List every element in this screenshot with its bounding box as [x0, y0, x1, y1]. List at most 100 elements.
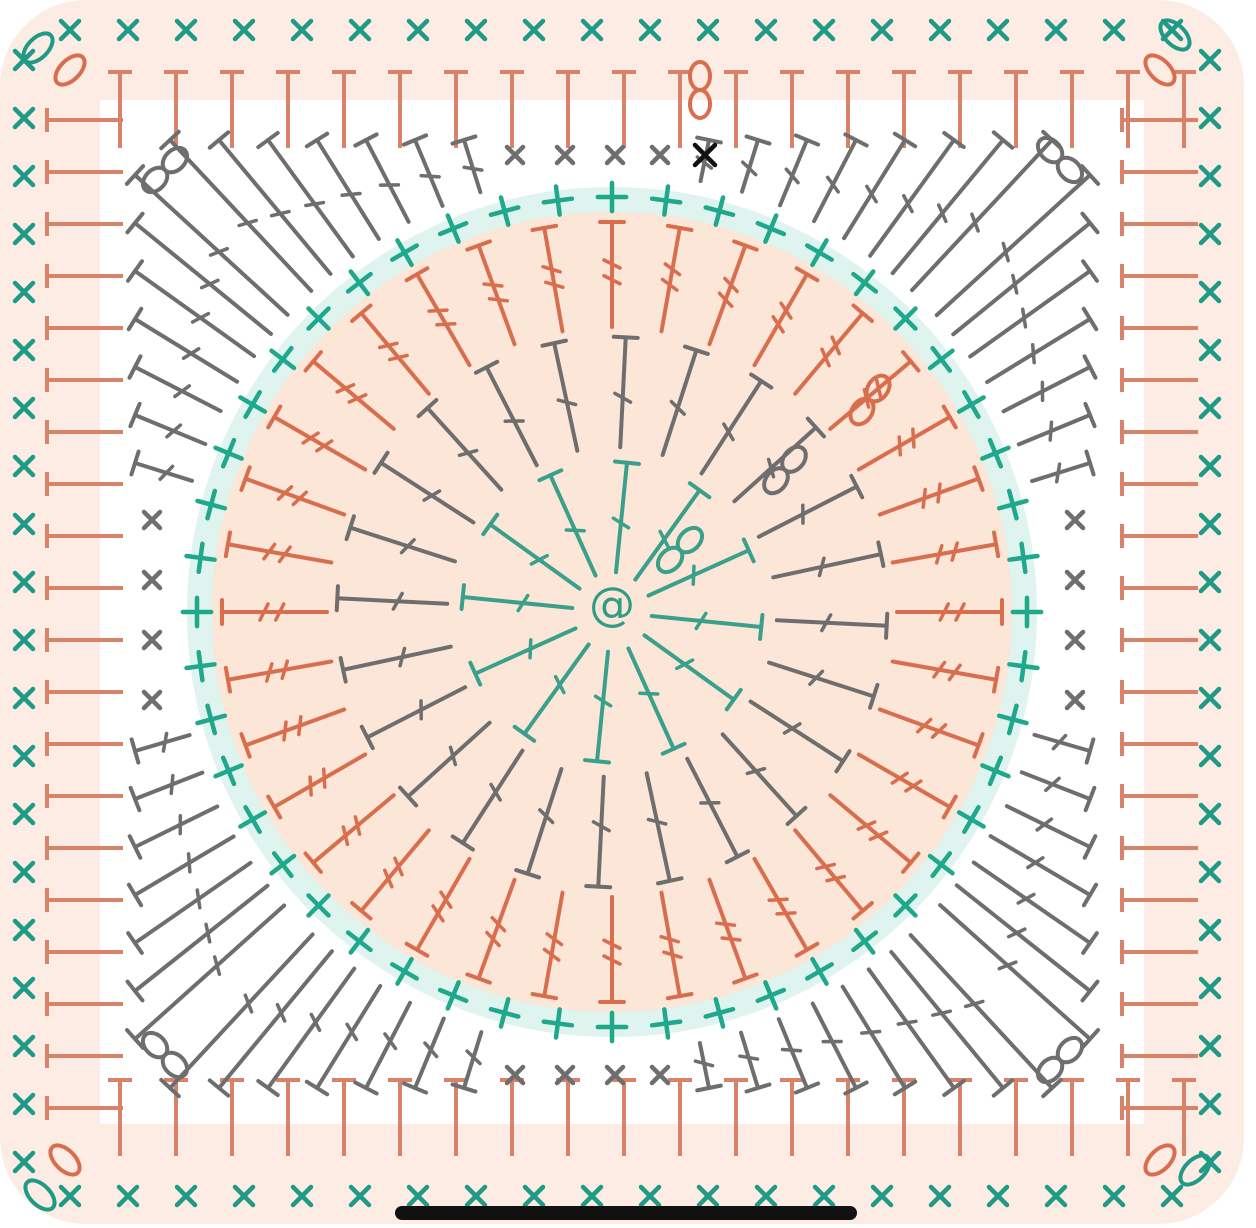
cross-stroke-b: [754, 18, 778, 42]
cross-stroke-b: [348, 269, 371, 297]
round-7-bottom-sc: [1160, 1184, 1184, 1208]
border-oval-bottom-left: [23, 1178, 57, 1212]
cross-stroke-b: [141, 569, 163, 591]
cross-stroke-b: [927, 853, 955, 876]
cross-stroke-b: [810, 956, 829, 986]
round-6-edge-stitches: [45, 70, 1198, 1156]
round-2-treble: [338, 644, 453, 684]
round-4-sc: [238, 805, 268, 834]
stitch-stem: [413, 1016, 446, 1090]
stitch-stem: [359, 828, 431, 913]
cross-stroke-b: [12, 164, 36, 188]
corner-oval-bottom-left: [48, 1143, 82, 1177]
stitch-stem: [133, 173, 290, 317]
round-3-treble: [890, 659, 1001, 694]
stitch-bar: [954, 602, 966, 622]
round-6-left-stitch: [45, 576, 123, 600]
stitch-bar: [611, 516, 631, 530]
cross-stroke-b: [498, 195, 511, 228]
stitch-stem: [776, 1017, 809, 1090]
round-6-left-stitch: [45, 368, 123, 392]
stitch-stem: [810, 1001, 858, 1090]
round-4-sc: [390, 956, 419, 986]
stitch-top: [344, 514, 356, 542]
round-6-right-stitch: [1120, 888, 1198, 912]
round-4-sc: [851, 269, 879, 297]
cross-stroke-b: [12, 338, 36, 362]
stitch-bar: [399, 538, 416, 555]
stitch-bar: [309, 1012, 322, 1033]
round-7-right-sc: [1198, 106, 1222, 130]
round-6-top-stitch: [1060, 70, 1084, 148]
stitch-top: [749, 372, 774, 390]
round-5-left-treble: [129, 731, 192, 765]
stitch-top: [1084, 737, 1096, 765]
round-6-bottom-stitch: [332, 1078, 356, 1156]
stitch-top: [834, 749, 852, 774]
stitch-stem: [522, 642, 591, 736]
stitch-stem: [659, 890, 682, 999]
stitch-top: [1041, 1077, 1063, 1099]
round-6-right-stitch: [1120, 1096, 1198, 1120]
stitch-top: [537, 468, 564, 483]
stitch-bar: [377, 341, 399, 350]
stitch-top: [530, 991, 559, 1001]
stitch-top: [126, 306, 144, 332]
corner-chain-top-left: [140, 145, 190, 195]
stitch-bar: [297, 715, 303, 737]
stitch-bar: [950, 541, 960, 562]
round-4-sc: [755, 980, 787, 1011]
stitch-bar: [767, 897, 789, 903]
stitch-top: [416, 398, 439, 419]
round-7-bottom-sc: [1102, 1184, 1126, 1208]
cross-stroke-b: [1198, 164, 1222, 188]
cross-stroke-b: [870, 18, 894, 42]
round-6-right-stitch: [1120, 992, 1198, 1016]
cross-stroke-b: [1102, 18, 1126, 42]
cross-stroke-b: [1064, 509, 1086, 531]
stitch-stem: [596, 774, 606, 889]
round-7-border-stitches: [12, 18, 1222, 1208]
stitch-stem: [133, 903, 287, 1041]
stitch-bar: [321, 767, 327, 789]
round-5-left-treble: [126, 834, 236, 908]
stitch-top: [468, 660, 483, 687]
round-2-treble: [334, 584, 450, 613]
cross-stroke-b: [1198, 106, 1222, 130]
round-3-treble: [890, 530, 1001, 565]
stitch-top: [1081, 882, 1099, 908]
round-6-bottom-stitch: [1116, 1078, 1140, 1156]
round-7-top-sc: [638, 18, 662, 42]
round-7-bottom-sc: [580, 1184, 604, 1208]
cross-stroke-b: [1007, 662, 1040, 671]
round-7-left-sc: [12, 1034, 36, 1058]
stitch-stem: [460, 748, 525, 845]
round-2-treble: [774, 611, 890, 640]
round-5-left-treble: [124, 903, 287, 1050]
stitch-stem: [748, 699, 845, 764]
cross-stroke-b: [609, 1010, 615, 1044]
stitch-bar: [462, 165, 484, 172]
round-4-sc: [345, 927, 373, 955]
stitch-stem: [877, 476, 981, 517]
stitch-stem: [1016, 413, 1092, 447]
stitch-top: [665, 991, 694, 1001]
round-5-right-treble: [968, 259, 1099, 359]
round-3-treble: [350, 303, 431, 396]
round-6-start-chain: [688, 60, 712, 120]
stitch-top: [660, 741, 687, 756]
stitch-bar: [529, 553, 550, 566]
round-5-right-treble: [1019, 770, 1097, 813]
stitch-stem: [348, 525, 457, 564]
stitch-bar: [860, 1029, 882, 1035]
chain-markers: [21, 18, 1212, 1212]
stitch-bar: [490, 915, 507, 933]
round-1-treble: [649, 611, 765, 641]
round-2-treble: [514, 767, 564, 880]
stitch-top: [876, 540, 886, 568]
round-4-sc: [184, 649, 217, 683]
round-5-top-treble: [450, 134, 484, 195]
round-6-right-stitch: [1120, 212, 1198, 236]
round-5-left-treble: [126, 860, 253, 955]
